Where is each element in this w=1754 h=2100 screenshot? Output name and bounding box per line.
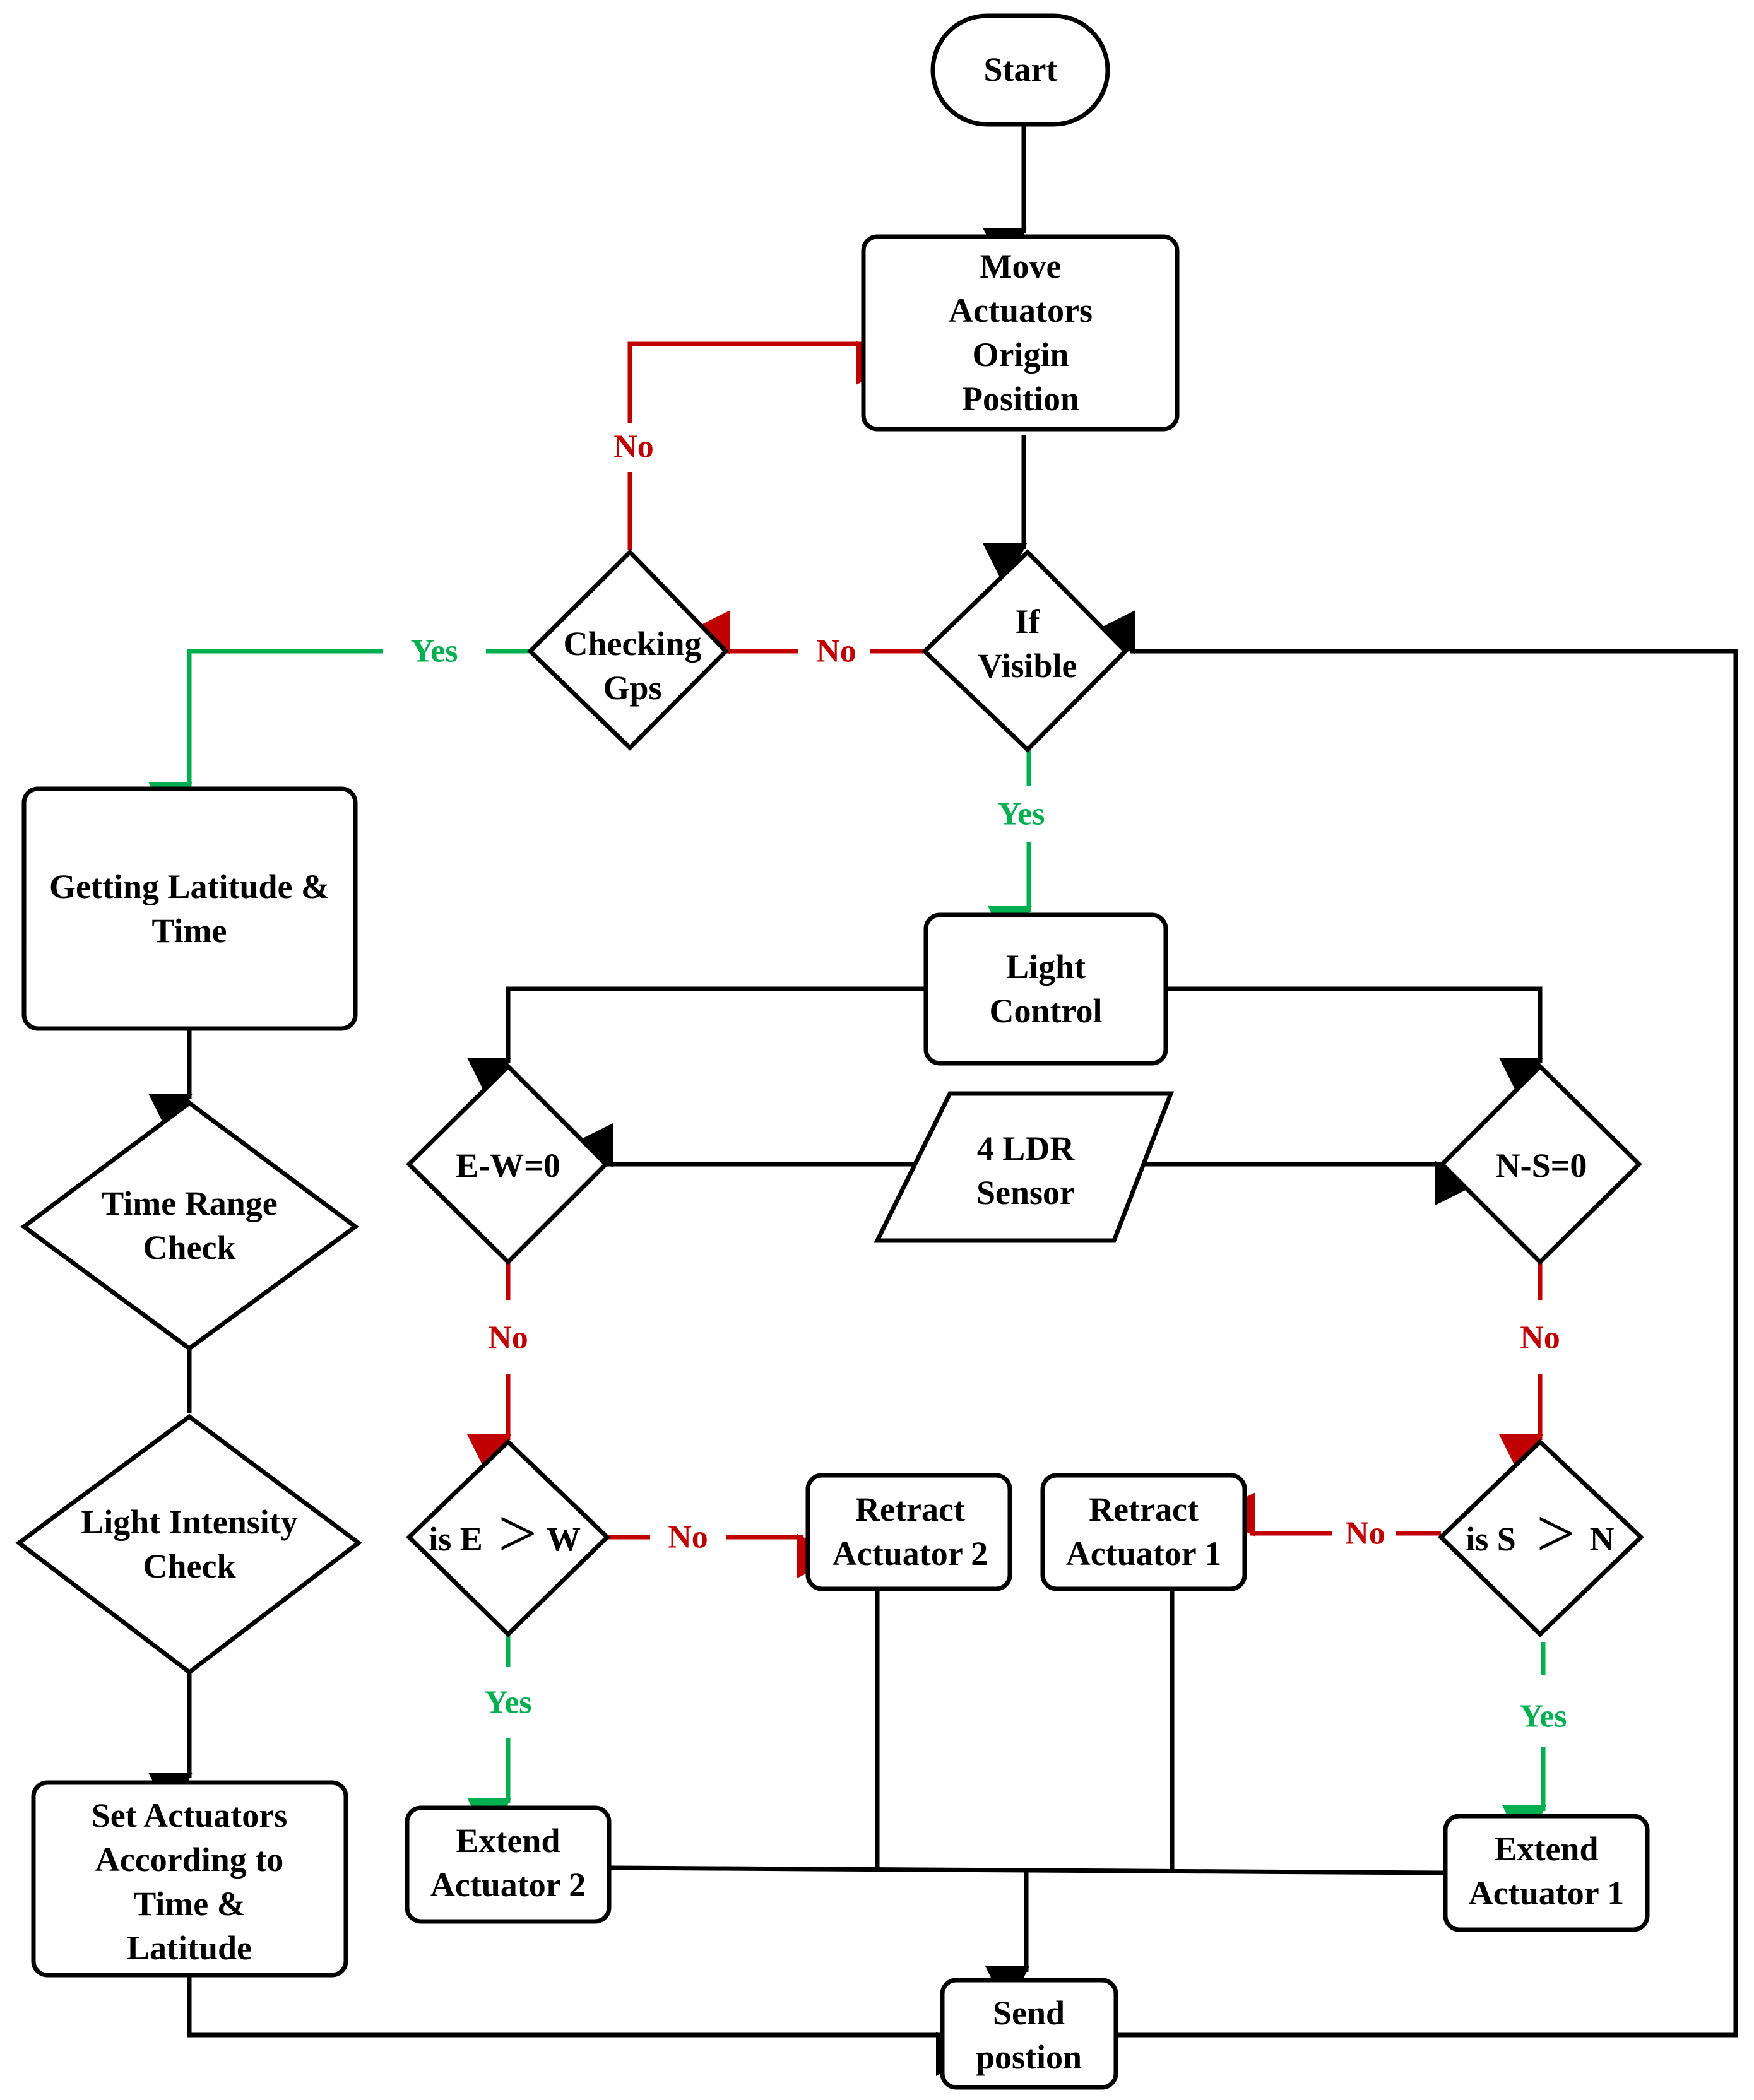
set-actuators-line-2: According to xyxy=(95,1841,283,1879)
is-s-gt-n-diamond xyxy=(1437,1439,1645,1637)
retract-2-box xyxy=(805,1473,1012,1591)
ns-zero-diamond xyxy=(1439,1063,1642,1265)
retract-2-line-2: Actuator 2 xyxy=(833,1535,988,1572)
label-yes-iss: Yes xyxy=(1519,1699,1567,1735)
light-intensity-line-1: Light Intensity xyxy=(81,1503,298,1541)
getting-lat-time-line-2: Time xyxy=(152,912,227,950)
send-position-line-1: Send xyxy=(993,1994,1065,2032)
getting-lat-time-line-1: Getting Latitude & xyxy=(49,868,329,905)
is-s-right: N xyxy=(1590,1520,1615,1558)
set-actuators-box xyxy=(31,1780,348,1978)
time-range-diamond xyxy=(20,1100,359,1352)
move-origin-line-2: Actuators xyxy=(949,292,1093,329)
ldr-sensor-parallelogram xyxy=(874,1091,1175,1243)
extend-2-box xyxy=(405,1805,612,1924)
retract-1-line-2: Actuator 1 xyxy=(1066,1535,1221,1572)
light-control-line-1: Light xyxy=(1006,948,1086,986)
send-position-line-2: postion xyxy=(976,2038,1082,2076)
checking-gps-diamond xyxy=(527,549,729,751)
label-no-ns: No xyxy=(1520,1320,1560,1356)
start-label: Start xyxy=(984,50,1058,88)
is-e-right: W xyxy=(547,1520,581,1558)
edge-set-send xyxy=(187,1976,980,2076)
light-intensity-line-2: Check xyxy=(143,1547,236,1585)
light-control-box xyxy=(923,912,1168,1066)
ns-zero-label: N-S=0 xyxy=(1496,1147,1587,1184)
ew-zero-label: E-W=0 xyxy=(456,1147,560,1184)
set-actuators-line-4: Latitude xyxy=(127,1929,252,1967)
extend-1-line-2: Actuator 1 xyxy=(1469,1874,1624,1912)
if-visible-diamond xyxy=(921,549,1129,753)
label-no-iss: No xyxy=(1345,1516,1385,1552)
getting-lat-time-box xyxy=(21,786,358,1031)
edge-send-visible xyxy=(1091,610,1738,2038)
ldr-sensor-line-2: Sensor xyxy=(976,1174,1075,1212)
edge-light-ns xyxy=(1166,986,1543,1102)
label-yes-visible-light: Yes xyxy=(997,796,1045,832)
start-node xyxy=(930,13,1110,127)
light-control-line-2: Control xyxy=(989,992,1102,1030)
extend-1-line-1: Extend xyxy=(1494,1830,1598,1868)
is-s-symbol: > xyxy=(1536,1495,1575,1572)
move-origin-line-4: Position xyxy=(962,380,1079,418)
retract-1-box xyxy=(1040,1473,1247,1591)
time-range-line-2: Check xyxy=(143,1229,236,1266)
move-origin-line-3: Origin xyxy=(972,336,1069,374)
checking-gps-line-2: Gps xyxy=(603,669,661,707)
is-s-left: is S xyxy=(1466,1520,1516,1558)
label-no-visible-gps: No xyxy=(816,634,856,670)
light-intensity-diamond xyxy=(15,1413,362,1675)
label-no-gps-move: No xyxy=(613,429,654,465)
extend-2-line-1: Extend xyxy=(456,1822,560,1860)
is-e-symbol: > xyxy=(498,1495,537,1572)
extend-2-line-2: Actuator 2 xyxy=(430,1866,586,1904)
move-origin-line-1: Move xyxy=(980,247,1062,285)
is-e-gt-w-diamond xyxy=(405,1439,611,1637)
set-actuators-line-3: Time & xyxy=(133,1885,245,1923)
ew-zero-diamond xyxy=(406,1063,609,1265)
is-e-left: is E xyxy=(429,1520,483,1558)
retract-2-line-1: Retract xyxy=(855,1490,965,1528)
ldr-sensor-line-1: 4 LDR xyxy=(977,1130,1076,1167)
time-range-line-1: Time Range xyxy=(101,1184,278,1222)
extend-1-box xyxy=(1443,1814,1650,1932)
label-yes-gps-getting: Yes xyxy=(410,634,458,670)
send-position-box xyxy=(940,1978,1118,2090)
edge-gps-getting-b xyxy=(148,649,383,826)
if-visible-line-2: Visible xyxy=(978,647,1077,685)
edge-gps-move-b xyxy=(627,341,900,423)
set-actuators-line-1: Set Actuators xyxy=(92,1796,287,1834)
label-no-ew: No xyxy=(488,1320,528,1356)
move-origin-box xyxy=(861,234,1180,432)
label-no-ise: No xyxy=(668,1519,708,1555)
label-yes-ise: Yes xyxy=(484,1685,531,1721)
edge-light-ew xyxy=(467,986,925,1102)
retract-1-line-1: Retract xyxy=(1089,1490,1199,1528)
checking-gps-line-1: Checking xyxy=(563,625,701,663)
if-visible-line-1: If xyxy=(1016,603,1041,640)
